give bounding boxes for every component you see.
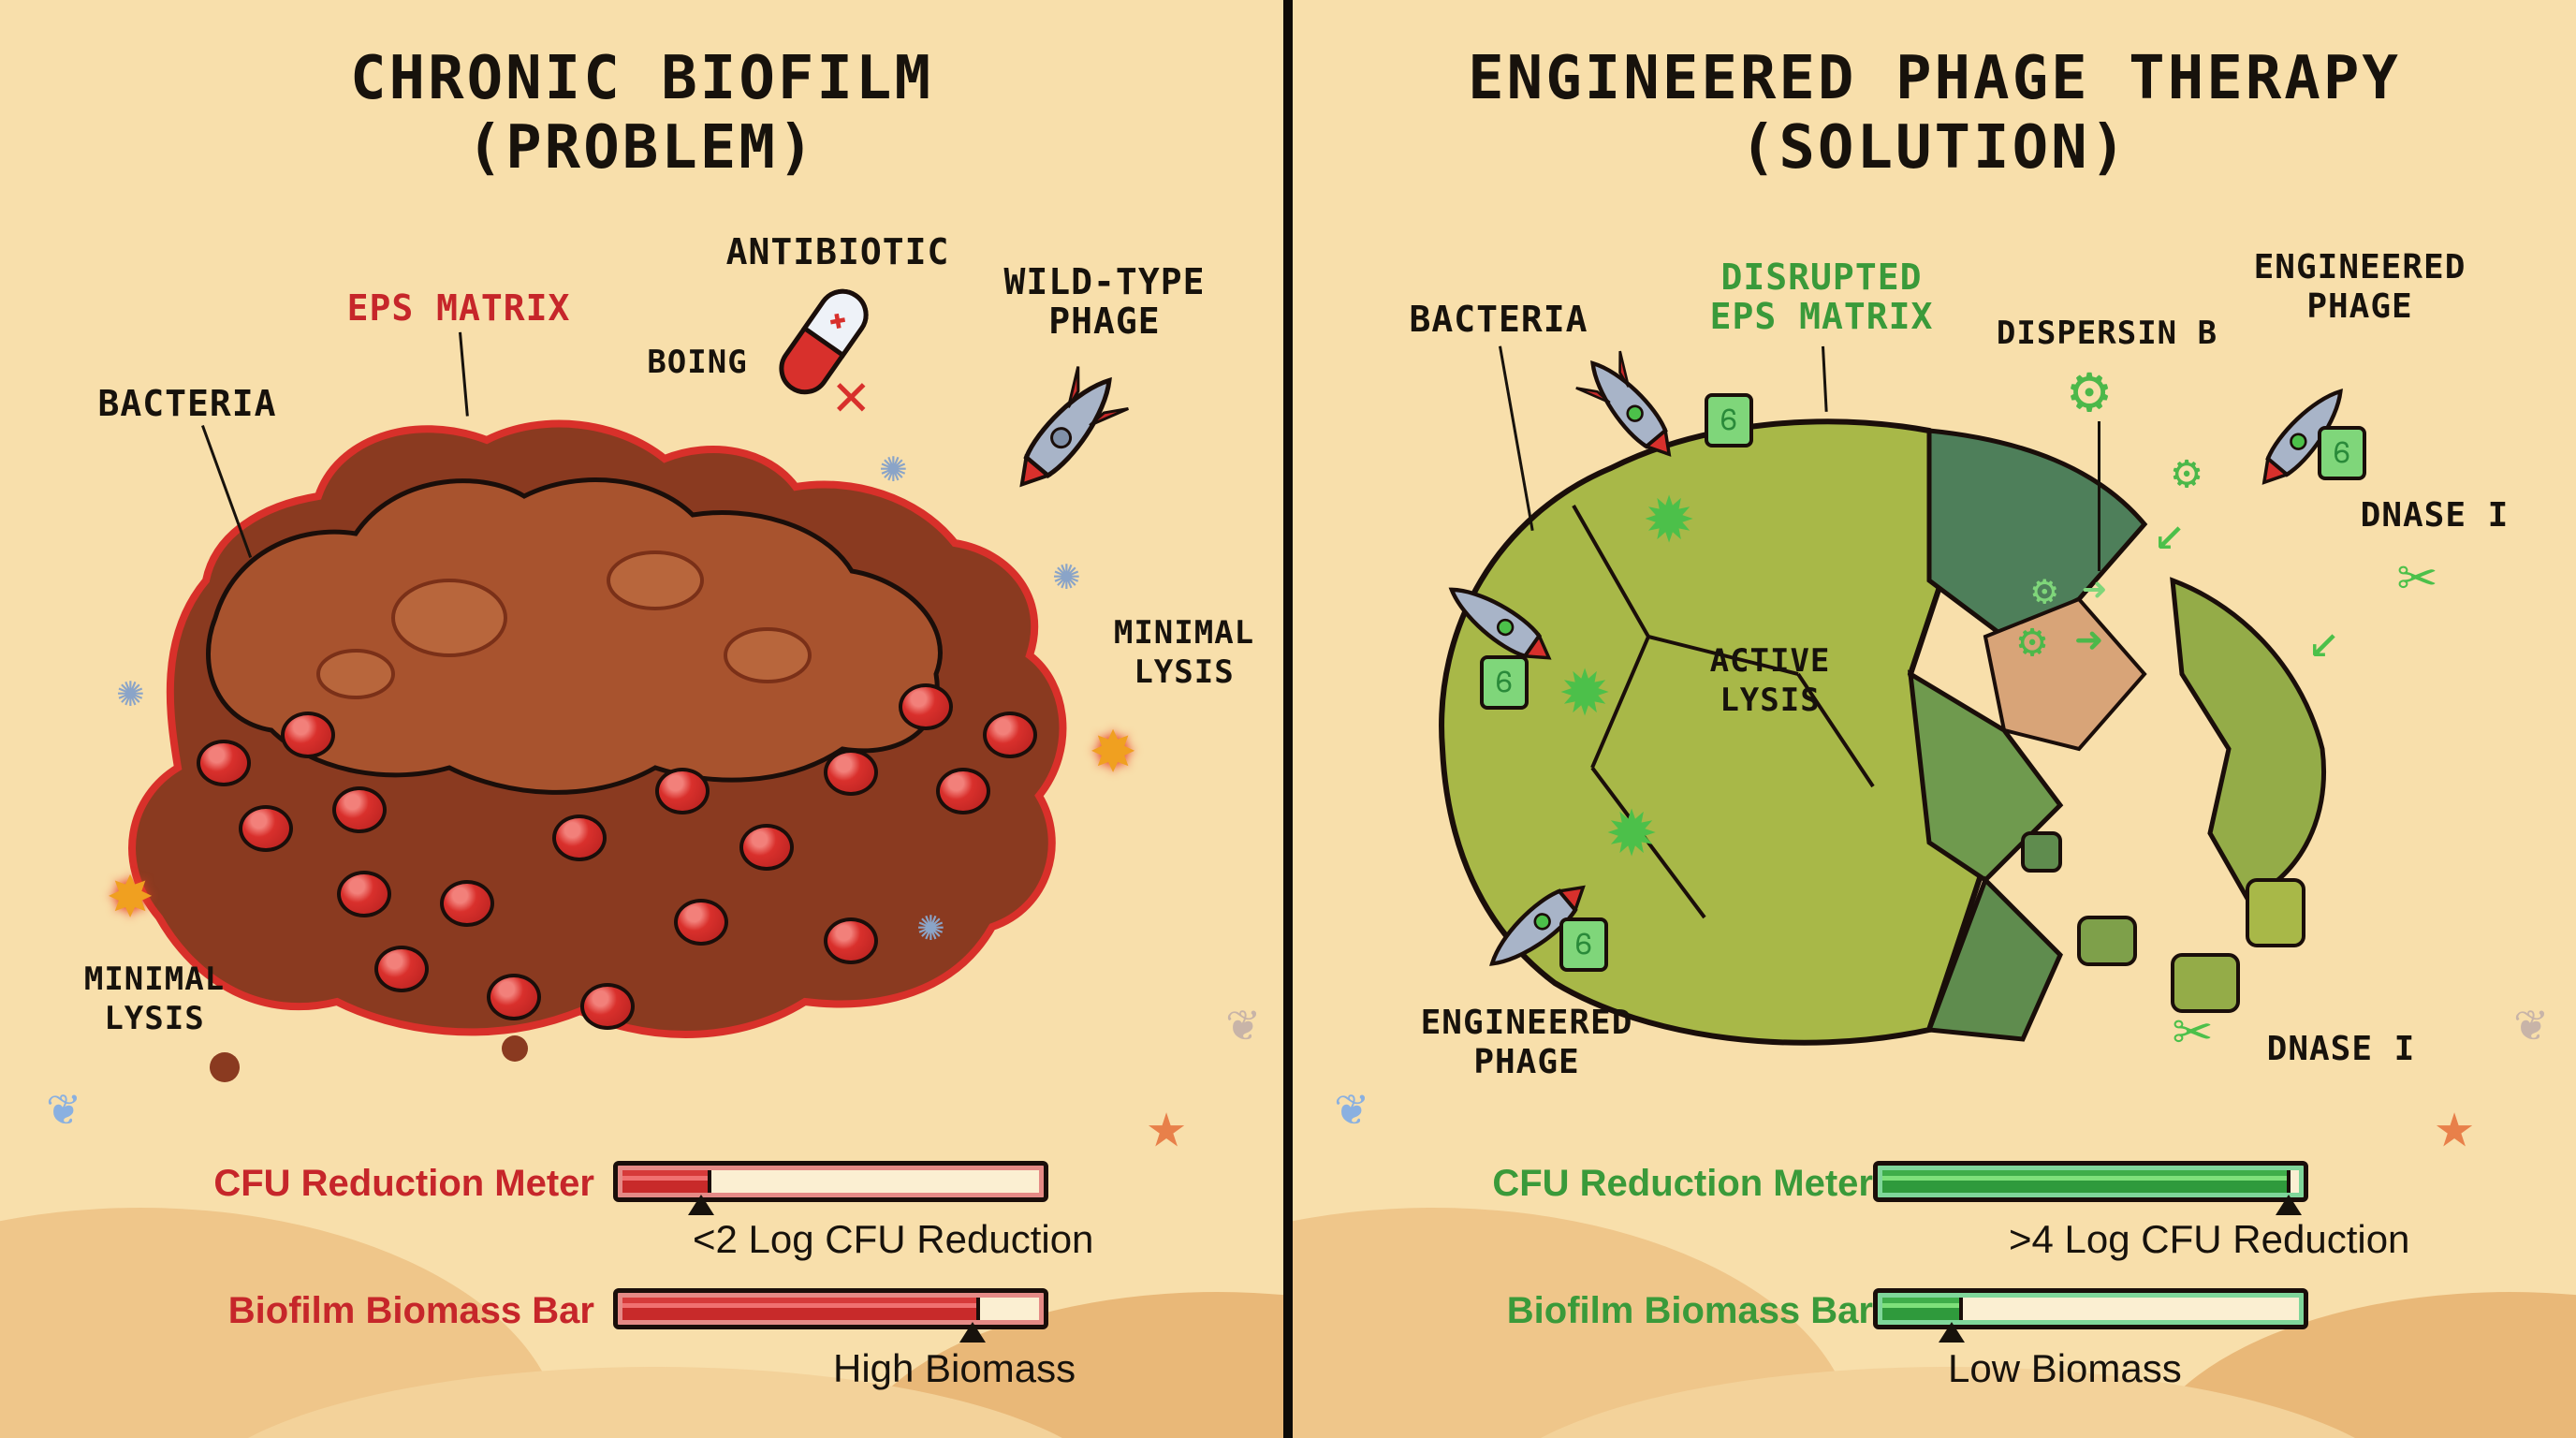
engineered-phage-rocket-icon — [1448, 587, 1552, 660]
gene-badge-icon: Ꮾ — [1559, 917, 1608, 972]
engineered-phage-top-label: ENGINEERED PHAGE — [2253, 248, 2466, 326]
bacteria-cell — [580, 983, 635, 1030]
bacteria-cell — [374, 946, 429, 992]
boing-label: BOING — [647, 344, 748, 381]
active-lysis-burst-icon: ✹ — [1606, 777, 1658, 875]
bacteriophage-icon: ✺ — [1053, 548, 1080, 600]
dispersin-arrow-icon: ↙ — [2154, 501, 2186, 562]
dnase-top-label: DNASE I — [2360, 496, 2510, 535]
bacteria-cell — [739, 824, 794, 871]
scissors-icon: ✂ — [2173, 992, 2213, 1069]
bacteria-cell — [281, 712, 335, 758]
bacteria-cell — [487, 974, 541, 1020]
lysis-burst-icon: ✸ — [108, 847, 154, 934]
bacteria-cell — [983, 712, 1037, 758]
dispersin-b-arrow-line — [2098, 421, 2100, 571]
panel-divider — [1283, 0, 1293, 1438]
gear-enzyme-icon: ⚙ — [2070, 351, 2110, 428]
bacteria-cell — [674, 899, 728, 946]
active-lysis-label: ACTIVE LYSIS — [1709, 642, 1831, 719]
dnase-bottom-label: DNASE I — [2266, 1030, 2416, 1068]
engineered-phage-rocket-icon — [1489, 885, 1586, 966]
bacteria-cell — [655, 768, 710, 814]
rocket-phage-icon — [1019, 366, 1129, 488]
bacteria-label: BACTERIA — [1409, 299, 1588, 340]
engineered-phage-rocket-icon — [1575, 350, 1672, 457]
cfu-meter-marker — [688, 1195, 714, 1215]
active-lysis-burst-icon: ✹ — [1559, 637, 1611, 735]
panel-title-line1: CHRONIC BIOFILM — [350, 44, 933, 113]
solution-panel: ENGINEERED PHAGE THERAPY (SOLUTION) ✹ ✹ … — [1293, 0, 2576, 1438]
eps-matrix-label: EPS MATRIX — [346, 287, 571, 329]
bacteria-cell — [440, 880, 494, 927]
cfu-meter-marker — [2276, 1195, 2302, 1215]
wild-type-phage-label: WILD-TYPE PHAGE — [1003, 261, 1206, 342]
panel-title-line2: (PROBLEM) — [466, 113, 817, 183]
seashell-icon: ❦ — [1335, 1077, 1367, 1137]
seashell-icon: ❦ — [1226, 992, 1258, 1053]
cfu-reduction-note: >4 Log CFU Reduction — [2009, 1217, 2410, 1261]
bacteria-cell — [332, 786, 387, 833]
bacteria-cell — [337, 871, 391, 917]
gear-enzyme-icon: ⚙ — [2173, 445, 2202, 499]
cfu-reduction-meter-fill — [622, 1170, 711, 1193]
scissors-icon: ✂ — [2397, 538, 2437, 615]
cfu-reduction-meter-label: CFU Reduction Meter — [1492, 1163, 1873, 1204]
bacteria-cell — [899, 683, 953, 730]
cfu-reduction-meter-label: CFU Reduction Meter — [213, 1163, 594, 1204]
lysis-burst-icon: ✸ — [1090, 702, 1136, 789]
minimal-lysis-left-label: MINIMAL LYSIS — [83, 961, 226, 1037]
dnase-arrow-icon: ↙ — [2308, 609, 2340, 669]
biofilm-biomass-bar-fill — [622, 1298, 980, 1320]
bacteria-cell — [824, 917, 878, 964]
biomass-bar-label: Biofilm Biomass Bar — [227, 1290, 594, 1331]
antibiotic-label: ANTIBIOTIC — [725, 231, 950, 272]
minimal-lysis-right-label: MINIMAL LYSIS — [1113, 614, 1255, 691]
seashell-icon: ❦ — [47, 1077, 79, 1137]
biomass-note: High Biomass — [833, 1346, 1076, 1390]
bacteria-cell — [239, 805, 293, 852]
problem-panel: CHRONIC BIOFILM (PROBLEM) EPS MATRIX BAC… — [0, 0, 1283, 1438]
gene-badge-icon: Ꮾ — [1705, 393, 1753, 448]
biomass-bar-marker — [959, 1322, 986, 1343]
bacteria-cell — [197, 740, 251, 786]
cfu-reduction-meter-fill — [1882, 1170, 2291, 1193]
starfish-icon: ★ — [1147, 1086, 1187, 1163]
starfish-icon: ★ — [2435, 1086, 2475, 1163]
cfu-reduction-meter — [613, 1161, 1048, 1202]
panel-title-line1: ENGINEERED PHAGE THERAPY — [1468, 44, 2401, 113]
bacteria-label: BACTERIA — [97, 383, 277, 424]
dispersin-b-label: DISPERSIN B — [1996, 315, 2218, 352]
cfu-reduction-note: <2 Log CFU Reduction — [693, 1217, 1094, 1261]
biomass-note: Low Biomass — [1948, 1346, 2182, 1390]
bacteria-cell — [824, 749, 878, 796]
biomass-bar-marker — [1939, 1322, 1965, 1343]
gear-enzyme-icon: ⚙ ➜ — [2018, 613, 2103, 668]
disrupted-eps-matrix-label: DISRUPTED EPS MATRIX — [1709, 257, 1934, 337]
gear-enzyme-icon: ⚙ ➜ — [2032, 566, 2107, 614]
active-lysis-burst-icon: ✹ — [1644, 463, 1695, 562]
bacteria-cell — [936, 768, 990, 814]
red-x-icon: ✕ — [833, 360, 870, 430]
gene-badge-icon: Ꮾ — [2318, 426, 2366, 480]
gene-badge-icon: Ꮾ — [1480, 655, 1529, 710]
cfu-reduction-meter — [1873, 1161, 2308, 1202]
pill-capsule-icon: ✖ — [779, 288, 869, 395]
bacteriophage-icon: ✺ — [117, 665, 144, 717]
engineered-phage-rocket-icon — [2261, 389, 2343, 485]
bacteriophage-icon: ✺ — [880, 440, 907, 492]
biofilm-biomass-bar-fill — [1882, 1298, 1963, 1320]
bacteria-cell — [552, 814, 607, 861]
biofilm-biomass-bar — [613, 1288, 1048, 1329]
seashell-icon: ❦ — [2514, 992, 2546, 1053]
biomass-bar-label: Biofilm Biomass Bar — [1506, 1290, 1873, 1331]
bacteriophage-icon: ✺ — [917, 899, 944, 951]
panel-title-line2: (SOLUTION) — [1739, 113, 2130, 183]
engineered-phage-bottom-label: ENGINEERED PHAGE — [1420, 1004, 1633, 1081]
